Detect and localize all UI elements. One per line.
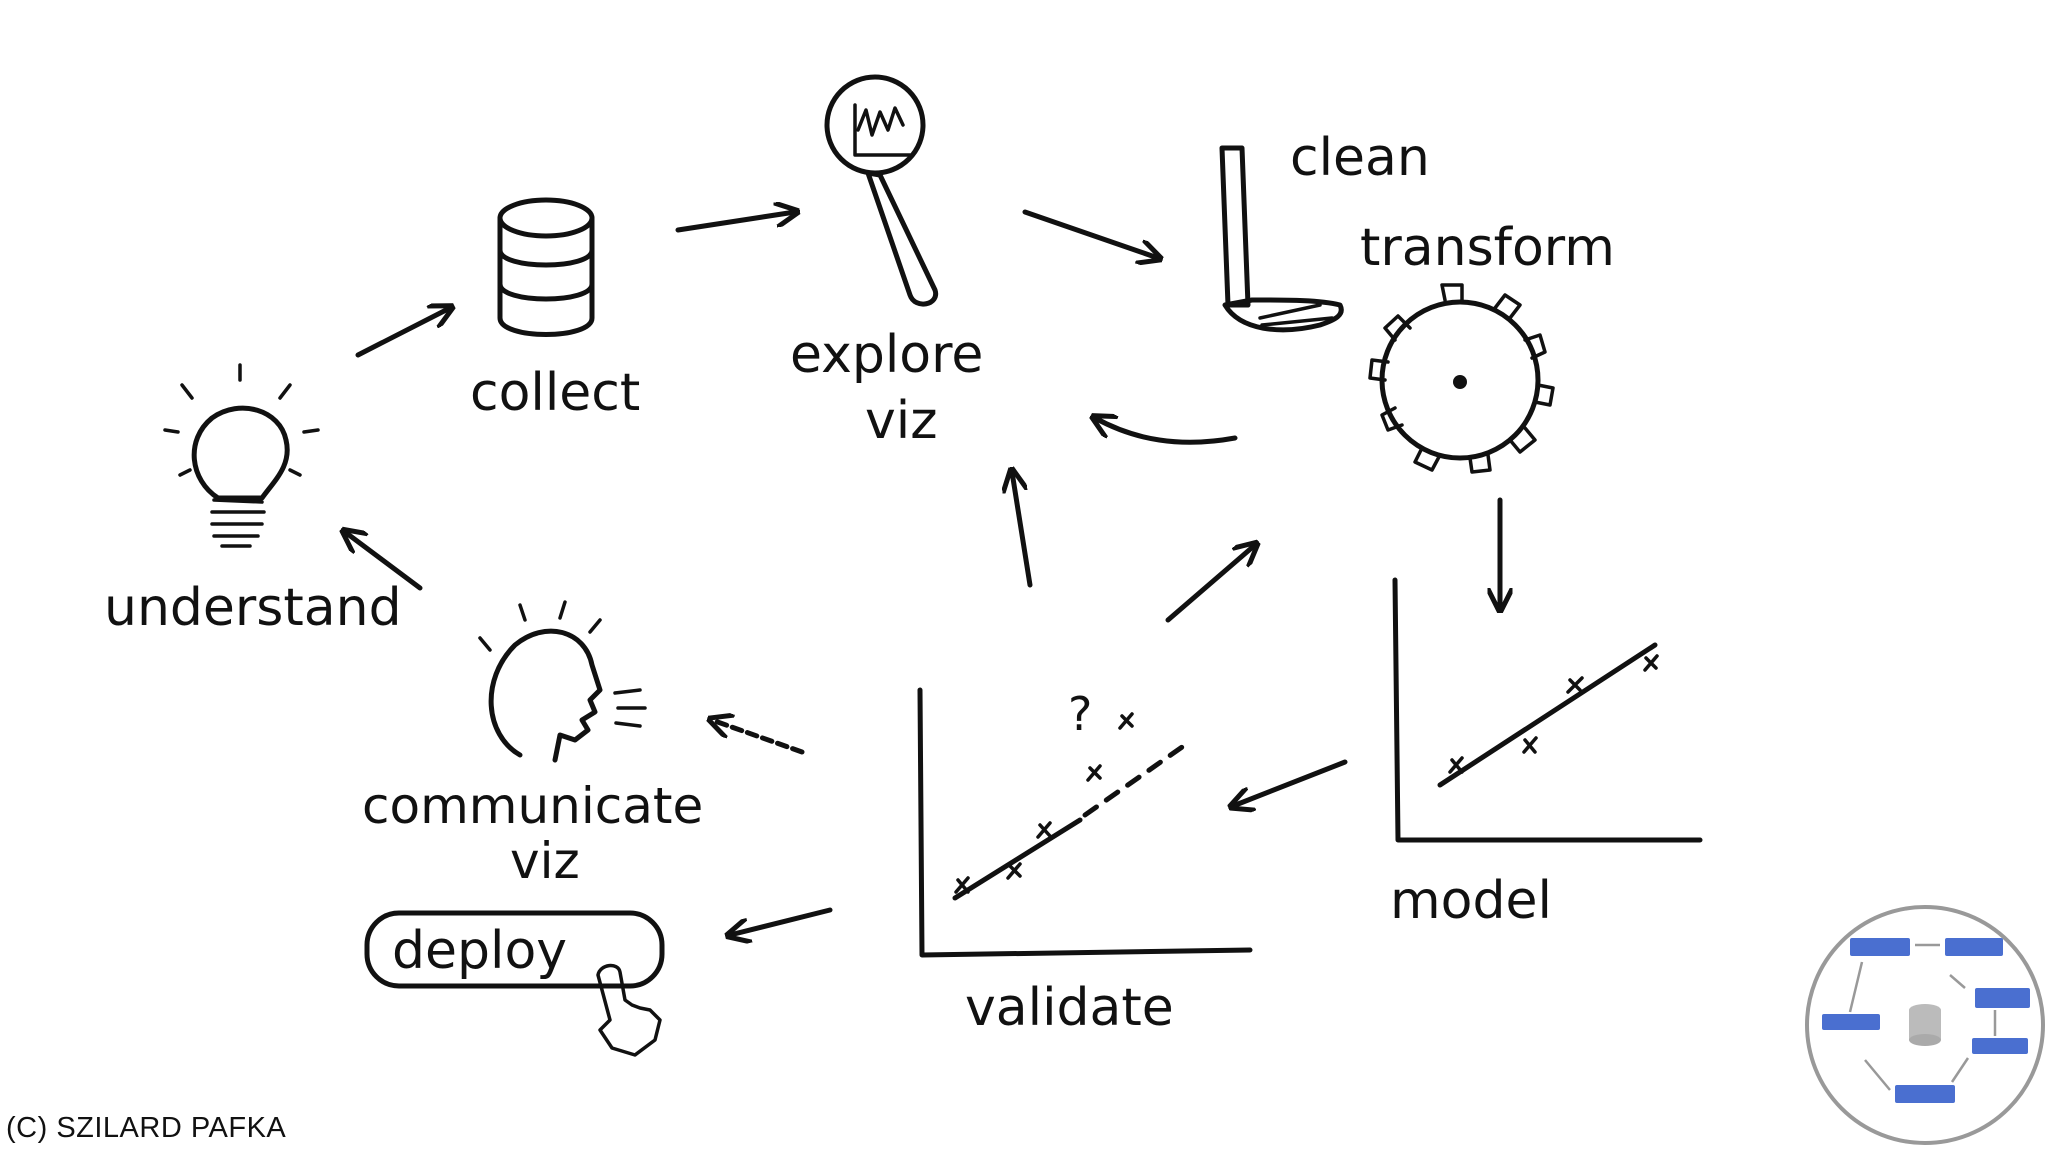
model-label: model bbox=[1390, 871, 1552, 931]
transform-label: transform bbox=[1360, 218, 1615, 278]
arrow-transform-explore bbox=[1095, 418, 1238, 445]
clean-label: clean bbox=[1290, 128, 1430, 188]
thumb-box bbox=[1822, 1014, 1880, 1030]
deploy-button bbox=[364, 910, 665, 989]
process-cycle-thumbnail bbox=[1805, 905, 2045, 1145]
arrow-validate-deploy bbox=[730, 907, 833, 935]
arrow-explore-clean bbox=[1022, 209, 1158, 258]
thumb-box bbox=[1975, 988, 2030, 1008]
flow-arrows bbox=[345, 212, 1500, 935]
validate-chart-icon bbox=[917, 687, 1253, 958]
arrow-understand-collect bbox=[355, 308, 450, 358]
database-icon bbox=[497, 197, 595, 337]
magnifier-chart-icon bbox=[824, 74, 939, 307]
thumb-box bbox=[1972, 1038, 2028, 1054]
arrow-communicate-understand bbox=[345, 532, 423, 591]
model-chart-icon bbox=[1392, 577, 1703, 843]
arrow-model-validate bbox=[1233, 759, 1348, 806]
pointing-hand-icon bbox=[596, 963, 662, 1057]
arrow-collect-explore bbox=[675, 212, 795, 233]
thumb-box bbox=[1850, 938, 1910, 956]
explore-label: explore bbox=[790, 325, 983, 385]
explore-viz-label: viz bbox=[865, 391, 938, 451]
broom-icon bbox=[1219, 145, 1344, 333]
collect-label: collect bbox=[470, 363, 640, 423]
validate-label: validate bbox=[965, 978, 1174, 1038]
understand-label: understand bbox=[104, 578, 402, 638]
arrow-validate-explore bbox=[1012, 472, 1033, 588]
lightbulb-icon bbox=[163, 363, 320, 548]
communicate-viz-label: viz bbox=[510, 832, 580, 890]
communicate-label: communicate bbox=[362, 777, 703, 835]
thumb-box bbox=[1895, 1085, 1955, 1103]
arrow-validate-communicate bbox=[712, 720, 805, 755]
talking-head-icon bbox=[478, 600, 647, 763]
arrow-validate-transform bbox=[1165, 545, 1255, 623]
thumb-box bbox=[1945, 938, 2003, 956]
copyright-text: (C) SZILARD PAFKA bbox=[6, 1112, 287, 1144]
deploy-label: deploy bbox=[392, 921, 567, 981]
question-mark: ? bbox=[1068, 687, 1092, 741]
gear-icon bbox=[1368, 283, 1555, 474]
